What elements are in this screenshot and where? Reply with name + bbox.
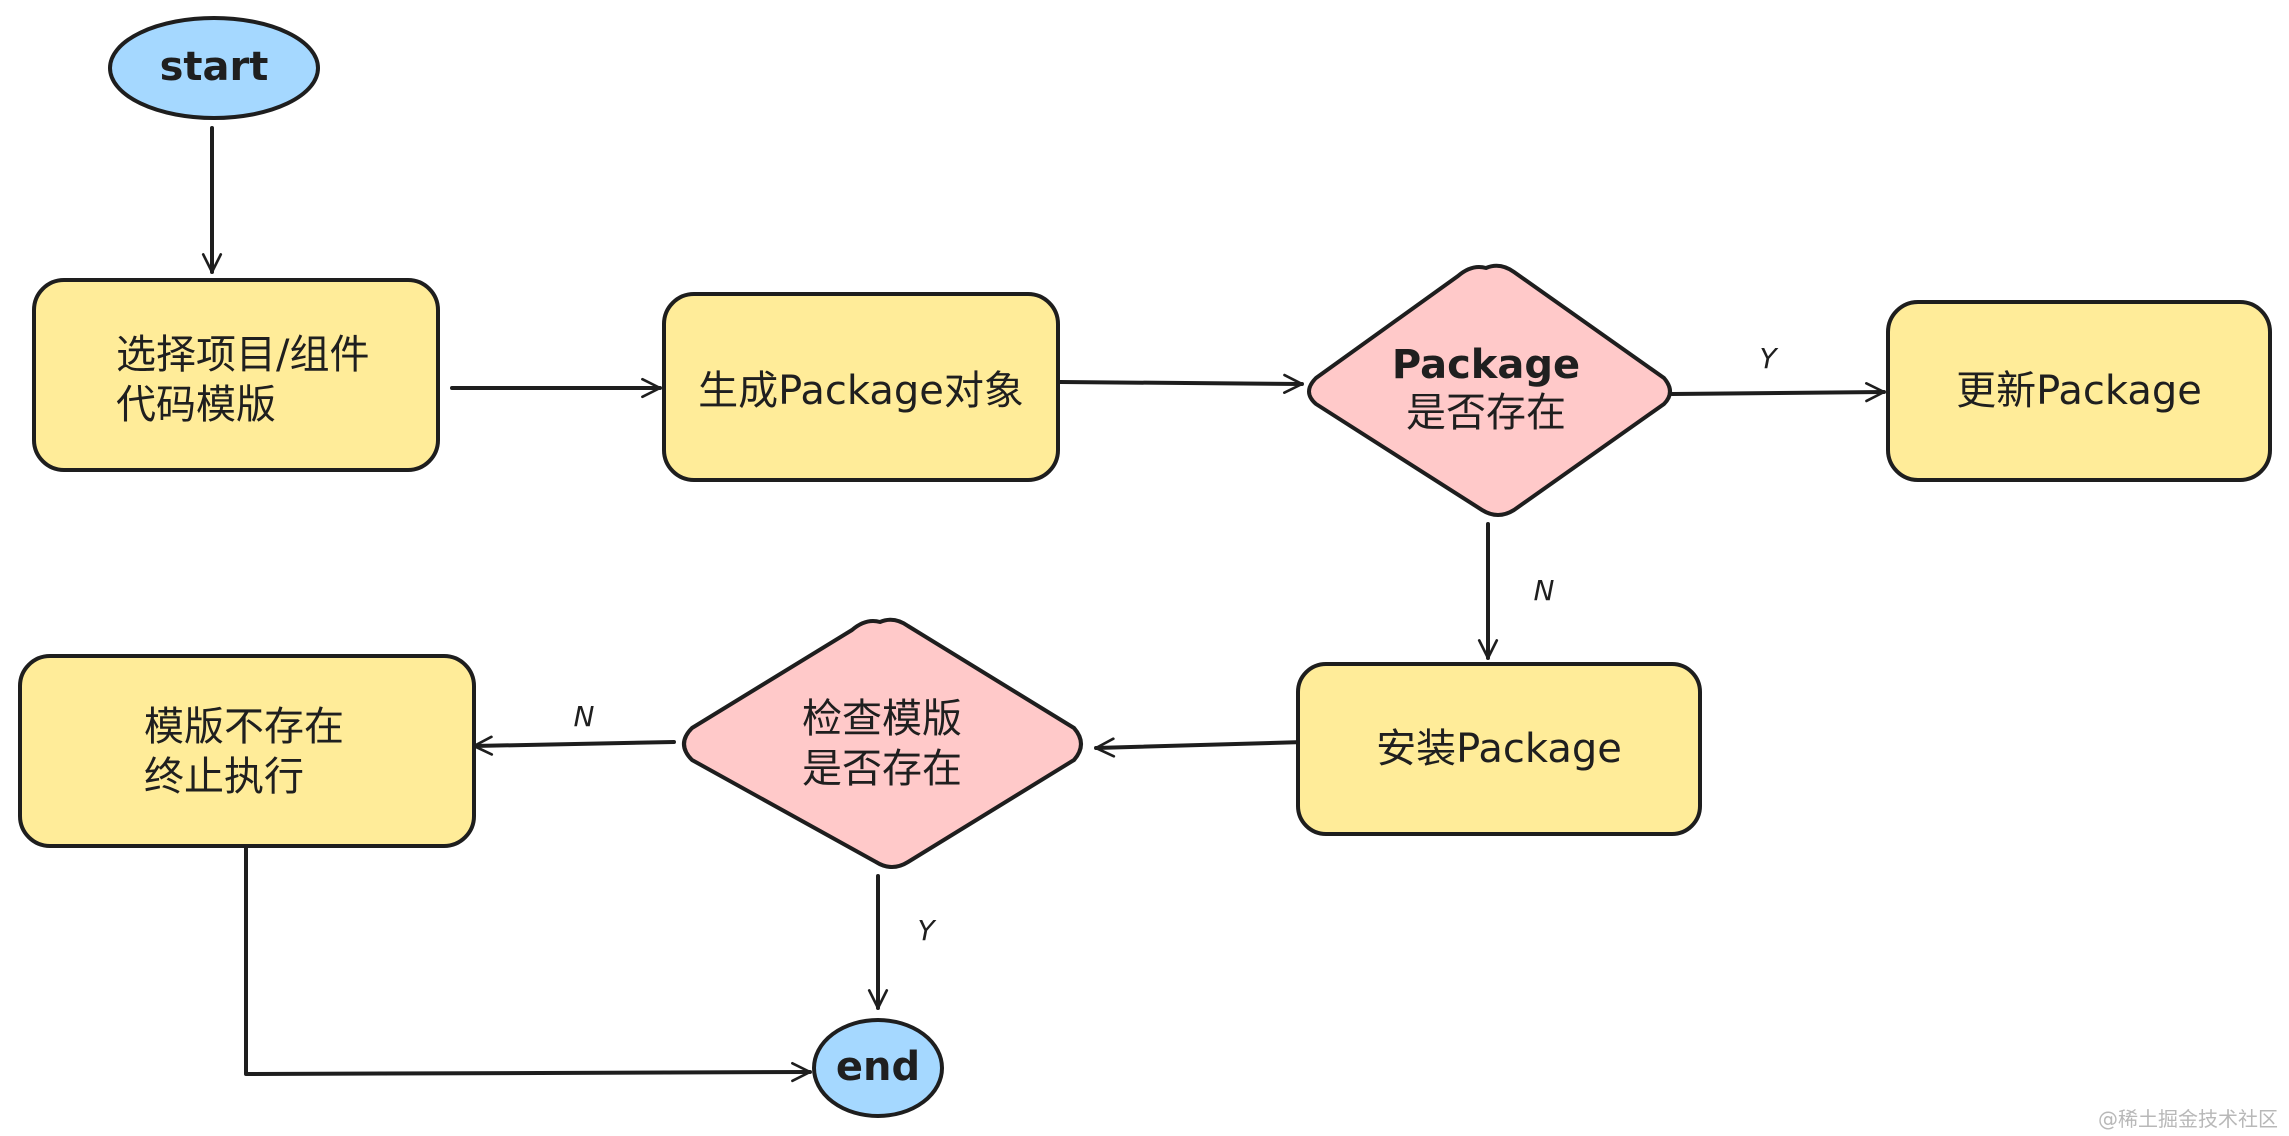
check-template-line2: 是否存在 — [802, 746, 962, 792]
check-template-line1: 检查模版 — [802, 696, 962, 742]
update-package-node: 更新Package — [1886, 300, 2272, 482]
template-missing-line1: 模版不存在 — [144, 704, 344, 750]
end-node: end — [812, 1018, 944, 1118]
update-package-label: 更新Package — [1956, 368, 2202, 414]
install-package-label: 安装Package — [1376, 726, 1622, 772]
package-exists-line2: 是否存在 — [1406, 390, 1566, 436]
generate-package-label: 生成Package对象 — [698, 368, 1024, 414]
template-missing-node: 模版不存在 终止执行 — [18, 654, 476, 848]
select-template-line2: 代码模版 — [116, 382, 276, 428]
end-ellipse — [812, 1018, 944, 1118]
edge-label-check-yes: Y — [917, 914, 936, 947]
template-missing-box — [18, 654, 476, 848]
end-label: end — [836, 1044, 920, 1090]
check-template-node: 检查模版 是否存在 — [682, 617, 1083, 869]
edge-label-check-no: N — [574, 700, 595, 733]
edge-missing-to-end — [244, 844, 812, 1083]
check-template-diamond — [682, 617, 1083, 869]
generate-package-box — [662, 292, 1060, 482]
select-template-box — [32, 278, 440, 472]
package-exists-diamond — [1307, 263, 1672, 517]
edge-label-exists-yes: Y — [1759, 342, 1778, 375]
package-exists-line1: Package — [1392, 342, 1580, 388]
edge-install-to-check — [1094, 737, 1306, 758]
update-package-box — [1886, 300, 2272, 482]
install-package-box — [1296, 662, 1702, 836]
install-package-node: 安装Package — [1296, 662, 1702, 836]
edge-generate-to-exists — [1058, 373, 1304, 394]
start-label: start — [160, 44, 269, 90]
edges — [201, 126, 1886, 1083]
start-node: start — [108, 16, 320, 120]
edge-exists-to-update-yes — [1670, 382, 1886, 403]
select-template-line1: 选择项目/组件 — [116, 332, 369, 378]
package-exists-node: Package 是否存在 — [1307, 263, 1672, 517]
edge-label-exists-no: N — [1534, 574, 1555, 607]
edge-labels: Y N N Y — [574, 342, 1779, 947]
select-template-node: 选择项目/组件 代码模版 — [32, 278, 440, 472]
generate-package-node: 生成Package对象 — [662, 292, 1060, 482]
edge-check-to-missing-no — [472, 735, 676, 756]
start-ellipse — [108, 16, 320, 120]
watermark-text: @稀土掘金技术社区 — [2098, 1107, 2278, 1131]
template-missing-line2: 终止执行 — [144, 754, 304, 800]
